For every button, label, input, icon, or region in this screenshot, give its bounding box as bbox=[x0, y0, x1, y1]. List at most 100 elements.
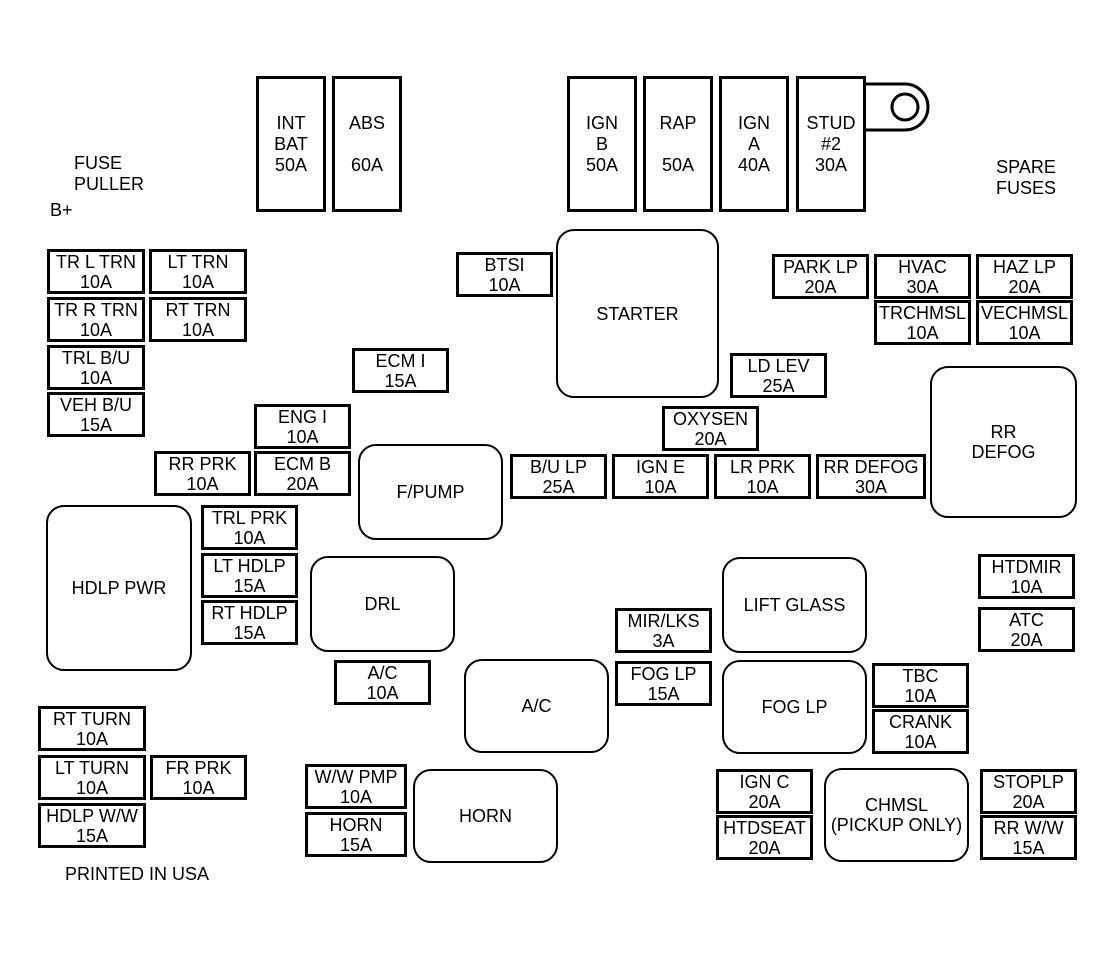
fuse-rating: 10A bbox=[644, 476, 677, 497]
printed-in-usa-label: PRINTED IN USA bbox=[65, 864, 210, 884]
fuse-name: HTDMIR bbox=[991, 556, 1062, 577]
maxi-fuse-text: ABS bbox=[348, 112, 386, 133]
relay-label: HDLP PWR bbox=[71, 578, 167, 598]
b-plus-label: B+ bbox=[50, 200, 73, 220]
fuse-name: LD LEV bbox=[747, 355, 810, 376]
fuse-name: RR DEFOG bbox=[823, 456, 919, 477]
fuse-name: HAZ LP bbox=[992, 256, 1057, 277]
relay-f-pump: F/PUMP bbox=[358, 444, 503, 540]
fuse-rating: 10A bbox=[488, 274, 521, 295]
fuse-rating: 10A bbox=[181, 271, 215, 292]
fuse-name: TR L TRN bbox=[55, 251, 136, 272]
relay-label: RR bbox=[990, 422, 1017, 442]
fuse-name: MIR/LKS bbox=[627, 610, 700, 631]
fuse-name: OXYSEN bbox=[672, 408, 749, 429]
fuse-name: TRCHMSL bbox=[878, 302, 966, 323]
relay-label: STARTER bbox=[596, 303, 679, 324]
fuse-rating: 15A bbox=[233, 575, 266, 596]
maxi-fuse-text bbox=[675, 134, 680, 155]
fuse-name: A/C bbox=[367, 662, 398, 683]
fuse-rating: 10A bbox=[79, 319, 113, 340]
relay-starter: STARTER bbox=[556, 229, 719, 398]
fuse-rating: 15A bbox=[233, 622, 266, 643]
maxi-fuse-text: BAT bbox=[274, 133, 308, 154]
relay-label: A/C bbox=[521, 696, 552, 716]
fuse-rating: 3A bbox=[652, 630, 675, 651]
fuse-name: VEH B/U bbox=[59, 394, 133, 415]
fuse-name: IGN C bbox=[739, 771, 790, 792]
relay-a-c: A/C bbox=[464, 659, 609, 753]
maxi-fuse-text bbox=[364, 134, 369, 155]
fuse-name: RR PRK bbox=[168, 453, 237, 474]
fuse-rating: 10A bbox=[233, 527, 266, 548]
fuse-name: TRL B/U bbox=[61, 347, 131, 368]
fuse-name: RT TRN bbox=[165, 299, 231, 320]
fuse-rating: 25A bbox=[542, 476, 575, 497]
maxi-fuse-text: IGN bbox=[585, 112, 618, 133]
fuse-name: TBC bbox=[902, 665, 939, 686]
fuse-rating: 10A bbox=[366, 682, 399, 703]
fuse-name: RT HDLP bbox=[211, 602, 288, 623]
fuse-name: LT TURN bbox=[54, 757, 129, 778]
fuse-name: HDLP W/W bbox=[46, 805, 138, 826]
maxi-fuse-text: 40A bbox=[737, 154, 771, 175]
fuse-rating: 15A bbox=[79, 414, 113, 435]
fuse-name: IGN E bbox=[635, 456, 685, 477]
fuse-name: ENG I bbox=[277, 406, 327, 427]
maxi-fuse-text: 50A bbox=[274, 154, 308, 175]
fuse-name: ECM B bbox=[273, 453, 331, 474]
relay-label: LIFT GLASS bbox=[743, 595, 846, 615]
fuse-name: VECHMSL bbox=[980, 302, 1069, 323]
fuse-rating: 15A bbox=[384, 370, 417, 391]
maxi-fuse-text: INT bbox=[276, 112, 306, 133]
fuse-name: LT TRN bbox=[167, 251, 229, 272]
fuse-name: STOPLP bbox=[993, 771, 1064, 792]
maxi-fuse-text: 60A bbox=[350, 154, 384, 175]
fuse-name: RT TURN bbox=[52, 708, 131, 729]
fuse-rating: 25A bbox=[762, 375, 795, 396]
maxi-fuse-text: 30A bbox=[814, 154, 848, 175]
fuse-rating: 10A bbox=[904, 685, 937, 706]
fuse-rating: 10A bbox=[75, 728, 109, 749]
fuse-name: CRANK bbox=[888, 711, 952, 732]
fuse-name: BTSI bbox=[484, 254, 525, 275]
fuse-rating: 10A bbox=[746, 476, 779, 497]
fuse-rating: 20A bbox=[748, 791, 781, 812]
fuse-name: ECM I bbox=[375, 350, 426, 371]
maxi-fuse-text: 50A bbox=[661, 154, 695, 175]
fuse-rating: 30A bbox=[854, 476, 888, 497]
fuse-rating: 20A bbox=[1012, 791, 1045, 812]
fuse-rating: 10A bbox=[339, 786, 373, 807]
relay-label: (PICKUP ONLY) bbox=[830, 815, 963, 835]
fuse-name: HTDSEAT bbox=[723, 817, 806, 838]
relay-label: CHMSL bbox=[864, 795, 928, 815]
fuse-rating: 10A bbox=[286, 426, 319, 447]
maxi-fuse-text: STUD bbox=[806, 112, 856, 133]
